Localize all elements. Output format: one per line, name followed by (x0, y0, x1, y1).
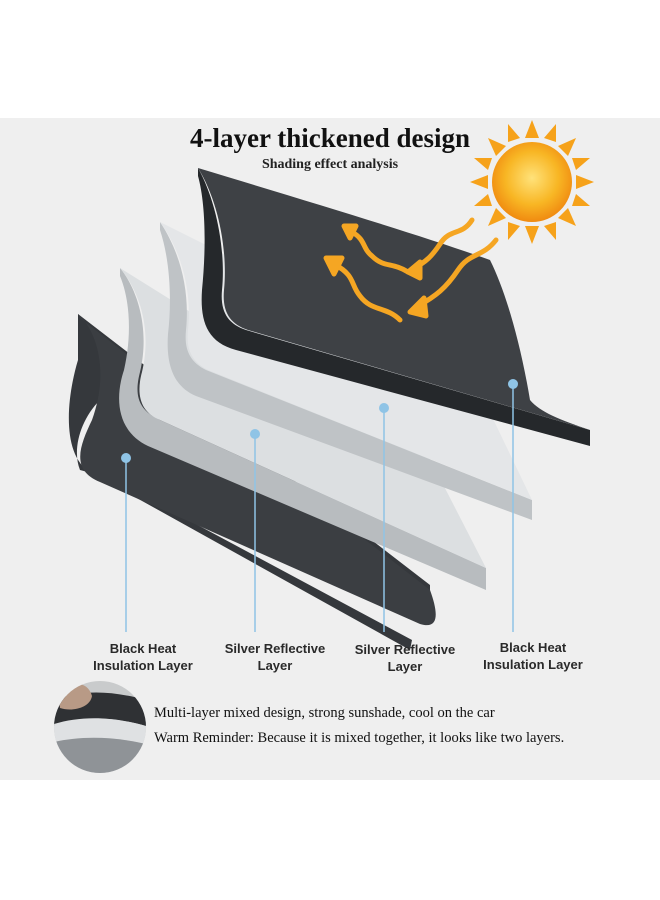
label-black-heat-1-line2: Insulation Layer (93, 658, 193, 673)
note-line-1: Multi-layer mixed design, strong sunshad… (154, 705, 495, 721)
label-silver-1: Silver Reflective Layer (210, 640, 340, 674)
pointer-dot-3 (379, 403, 389, 413)
pointer-dot-2 (250, 429, 260, 439)
layer-black-front (198, 168, 590, 446)
label-silver-1-line2: Layer (257, 658, 293, 673)
label-silver-2-line2: Layer (387, 659, 423, 674)
diagram-title: 4-layer thickened design (189, 123, 470, 153)
heat-arrow-icon (323, 217, 499, 323)
label-silver-1-line1: Silver Reflective (224, 641, 326, 656)
sun-icon (470, 120, 594, 244)
pointer-dot-4 (508, 379, 518, 389)
note-line-2: Warm Reminder: Because it is mixed toget… (154, 730, 565, 746)
diagram-subtitle: Shading effect analysis (261, 157, 399, 172)
label-black-heat-2-line1: Black Heat (499, 640, 567, 655)
label-black-heat-1: Black Heat Insulation Layer (80, 640, 206, 674)
fabric-photo-icon (54, 681, 146, 773)
label-black-heat-1-line1: Black Heat (109, 641, 177, 656)
label-black-heat-2-line2: Insulation Layer (483, 657, 583, 672)
label-silver-2-line1: Silver Reflective (354, 642, 456, 657)
pointer-lines (125, 384, 514, 632)
label-silver-2: Silver Reflective Layer (340, 641, 470, 675)
pointer-dot-1 (121, 453, 131, 463)
label-black-heat-2: Black Heat Insulation Layer (470, 639, 596, 673)
